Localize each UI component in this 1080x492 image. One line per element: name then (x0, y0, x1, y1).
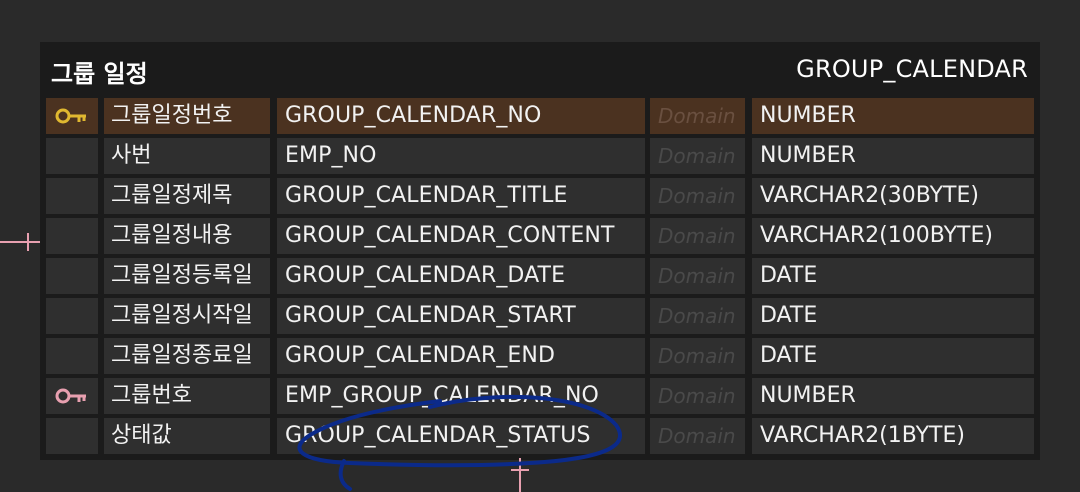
domain-cell[interactable]: Domain (650, 138, 745, 174)
key-cell (46, 138, 98, 174)
logical-name-cell[interactable]: 그룹일정제목 (104, 178, 270, 214)
column-row[interactable]: 사번 EMP_NO Domain NUMBER (46, 137, 1034, 177)
column-row[interactable]: 그룹일정종료일 GROUP_CALENDAR_END Domain DATE (46, 337, 1034, 377)
relationship-line-left[interactable] (0, 228, 42, 256)
data-type-cell[interactable]: DATE (752, 298, 1034, 334)
logical-name-cell[interactable]: 상태값 (104, 418, 270, 454)
logical-name-cell[interactable]: 그룹일정시작일 (104, 298, 270, 334)
physical-name-cell[interactable]: GROUP_CALENDAR_END (277, 338, 645, 374)
column-list: 그룹일정번호 GROUP_CALENDAR_NO Domain NUMBER 사… (46, 97, 1034, 457)
domain-cell[interactable]: Domain (650, 378, 745, 414)
primary-key-icon (55, 108, 86, 124)
data-type-cell[interactable]: NUMBER (752, 378, 1034, 414)
physical-name-cell[interactable]: GROUP_CALENDAR_NO (277, 98, 645, 134)
key-cell (46, 98, 98, 134)
column-row[interactable]: 그룹일정시작일 GROUP_CALENDAR_START Domain DATE (46, 297, 1034, 337)
key-cell (46, 338, 98, 374)
logical-name-cell[interactable]: 그룹일정내용 (104, 218, 270, 254)
physical-name-cell[interactable]: GROUP_CALENDAR_TITLE (277, 178, 645, 214)
data-type-cell[interactable]: NUMBER (752, 98, 1034, 134)
logical-name-cell[interactable]: 그룹일정등록일 (104, 258, 270, 294)
logical-name-cell[interactable]: 그룹일정번호 (104, 98, 270, 134)
key-cell (46, 258, 98, 294)
physical-name-cell[interactable]: GROUP_CALENDAR_STATUS (277, 418, 645, 454)
column-row[interactable]: 그룹번호 EMP_GROUP_CALENDAR_NO Domain NUMBER (46, 377, 1034, 417)
domain-cell[interactable]: Domain (650, 98, 745, 134)
key-cell (46, 218, 98, 254)
physical-name-cell[interactable]: EMP_NO (277, 138, 645, 174)
foreign-key-icon (55, 388, 86, 404)
entity-header[interactable]: 그룹 일정 GROUP_CALENDAR (40, 42, 1040, 94)
key-cell (46, 178, 98, 214)
key-cell (46, 378, 98, 414)
data-type-cell[interactable]: VARCHAR2(1BYTE) (752, 418, 1034, 454)
key-cell (46, 298, 98, 334)
domain-cell[interactable]: Domain (650, 298, 745, 334)
logical-name-cell[interactable]: 그룹일정종료일 (104, 338, 270, 374)
data-type-cell[interactable]: NUMBER (752, 138, 1034, 174)
column-row[interactable]: 그룹일정등록일 GROUP_CALENDAR_DATE Domain DATE (46, 257, 1034, 297)
logical-name-cell[interactable]: 사번 (104, 138, 270, 174)
entity-physical-name: GROUP_CALENDAR (796, 55, 1028, 83)
data-type-cell[interactable]: VARCHAR2(30BYTE) (752, 178, 1034, 214)
logical-name-cell[interactable]: 그룹번호 (104, 378, 270, 414)
physical-name-cell[interactable]: GROUP_CALENDAR_START (277, 298, 645, 334)
data-type-cell[interactable]: DATE (752, 338, 1034, 374)
domain-cell[interactable]: Domain (650, 218, 745, 254)
data-type-cell[interactable]: DATE (752, 258, 1034, 294)
column-row[interactable]: 그룹일정내용 GROUP_CALENDAR_CONTENT Domain VAR… (46, 217, 1034, 257)
entity-table[interactable]: 그룹 일정 GROUP_CALENDAR 그룹일정번호 GROUP_CALEND… (40, 42, 1040, 460)
relationship-line-bottom[interactable] (505, 458, 535, 492)
domain-cell[interactable]: Domain (650, 418, 745, 454)
column-row[interactable]: 그룹일정번호 GROUP_CALENDAR_NO Domain NUMBER (46, 97, 1034, 137)
physical-name-cell[interactable]: GROUP_CALENDAR_CONTENT (277, 218, 645, 254)
physical-name-cell[interactable]: GROUP_CALENDAR_DATE (277, 258, 645, 294)
domain-cell[interactable]: Domain (650, 338, 745, 374)
domain-cell[interactable]: Domain (650, 258, 745, 294)
physical-name-cell[interactable]: EMP_GROUP_CALENDAR_NO (277, 378, 645, 414)
entity-logical-name: 그룹 일정 (51, 60, 148, 88)
column-row[interactable]: 그룹일정제목 GROUP_CALENDAR_TITLE Domain VARCH… (46, 177, 1034, 217)
domain-cell[interactable]: Domain (650, 178, 745, 214)
key-cell (46, 418, 98, 454)
data-type-cell[interactable]: VARCHAR2(100BYTE) (752, 218, 1034, 254)
column-row[interactable]: 상태값 GROUP_CALENDAR_STATUS Domain VARCHAR… (46, 417, 1034, 457)
